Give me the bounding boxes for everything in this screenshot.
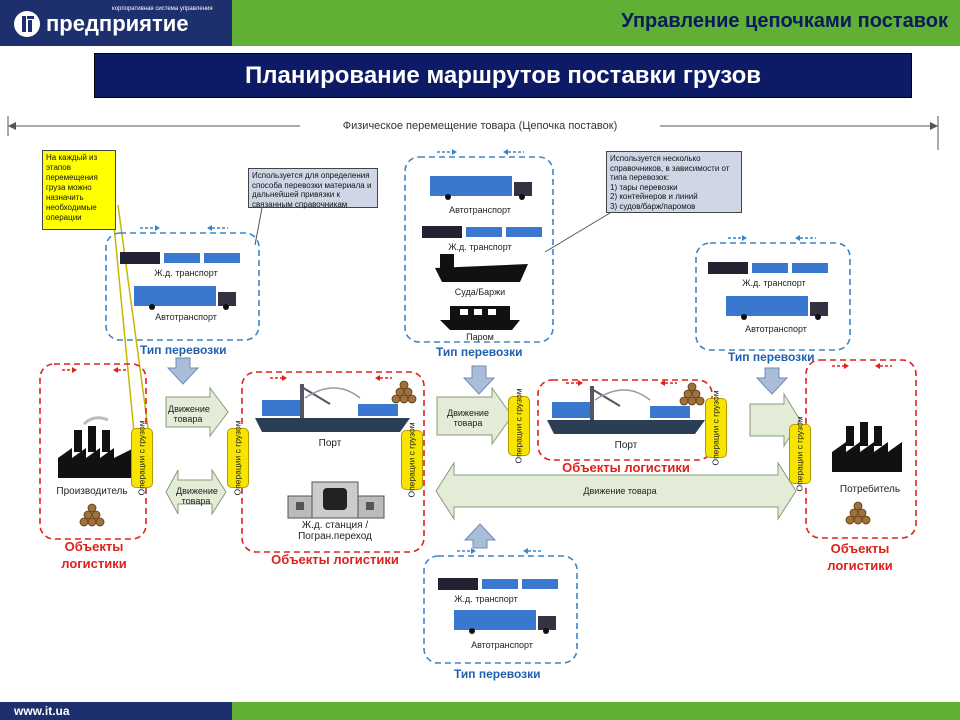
note-item: 2) контейнеров и линий — [610, 192, 698, 201]
flow-label: Движение товара — [176, 486, 218, 506]
flow-label: Движение товара — [583, 486, 657, 496]
logo-text: предприятие — [46, 11, 189, 36]
flow-label: Движение товара — [168, 404, 210, 424]
rail-label: Ж.д. транспорт — [448, 242, 512, 252]
footer-bar — [0, 702, 960, 720]
cargo-operations-box[interactable]: Операции с грузом — [789, 416, 811, 492]
transport-type-title: Тип перевозки — [140, 343, 227, 357]
cargo-operations-box[interactable]: Операции с грузом — [705, 390, 727, 466]
footer-url[interactable]: www.it.ua — [14, 704, 70, 718]
consumer-label: Потребитель — [839, 484, 901, 495]
logistics-objects-title: Объекты логистики — [827, 541, 893, 573]
cargo-operations-box[interactable]: Операции с грузом — [401, 422, 423, 498]
logistics-objects-title: Объекты логистики — [562, 460, 690, 475]
cargo-operations-box[interactable]: Операции с грузом — [508, 388, 530, 464]
ship-label: Суда/Баржи — [454, 287, 506, 297]
train-icon — [438, 578, 558, 590]
truck-label: Автотранспорт — [449, 205, 511, 215]
truck-icon — [726, 296, 828, 320]
truck-icon — [134, 286, 236, 310]
train-icon — [708, 262, 828, 274]
logo-subtitle: корпоративная система управления — [112, 6, 213, 12]
truck-icon — [430, 176, 532, 200]
note-item: 1) тары перевозки — [610, 182, 678, 192]
span-label: Физическое перемещение товара (Цепочка п… — [300, 120, 660, 132]
rail-label: Ж.д. транспорт — [454, 594, 518, 604]
station-label: Ж.д. станция / Погран.переход — [298, 520, 372, 542]
truck-label: Автотранспорт — [155, 312, 217, 322]
note-intro: Используется несколько справочников, в з… — [610, 154, 730, 182]
train-icon — [120, 252, 240, 264]
truck-icon — [454, 610, 556, 634]
transport-type-title: Тип перевозки — [436, 345, 523, 359]
transport-type-title: Тип перевозки — [454, 667, 541, 681]
flow-label: Движение товара — [447, 408, 489, 428]
logo-icon — [14, 11, 40, 37]
reference-books-note: Используется несколько справочников, в з… — [606, 151, 742, 213]
train-icon — [422, 226, 542, 238]
logistics-objects-title: Объекты логистики — [271, 552, 399, 567]
truck-label: Автотранспорт — [471, 640, 533, 650]
port-label: Порт — [614, 440, 638, 451]
rail-label: Ж.д. транспорт — [742, 278, 806, 288]
logistics-objects-title: Объекты логистики — [61, 539, 127, 571]
header-title: Управление цепочками поставок — [621, 10, 948, 32]
port-label: Порт — [318, 438, 342, 449]
producer-label: Производитель — [56, 486, 128, 497]
truck-label: Автотранспорт — [745, 324, 807, 334]
transport-type-note: Используется для определения способа пер… — [248, 168, 378, 209]
factory-icon — [58, 426, 134, 478]
rail-label: Ж.д. транспорт — [154, 268, 218, 278]
transport-type-title: Тип перевозки — [728, 350, 815, 364]
operations-note: На каждый из этапов перемещения груза мо… — [42, 150, 116, 230]
footer-logo-area — [0, 702, 232, 720]
ferry-label: Паром — [466, 332, 494, 342]
note-item: 3) судов/барж/паромов — [610, 201, 696, 211]
cargo-operations-box[interactable]: Операции с грузом — [227, 420, 249, 496]
cargo-operations-box[interactable]: Операции с грузом — [131, 420, 153, 496]
page-title: Планирование маршрутов поставки грузов — [94, 53, 912, 98]
